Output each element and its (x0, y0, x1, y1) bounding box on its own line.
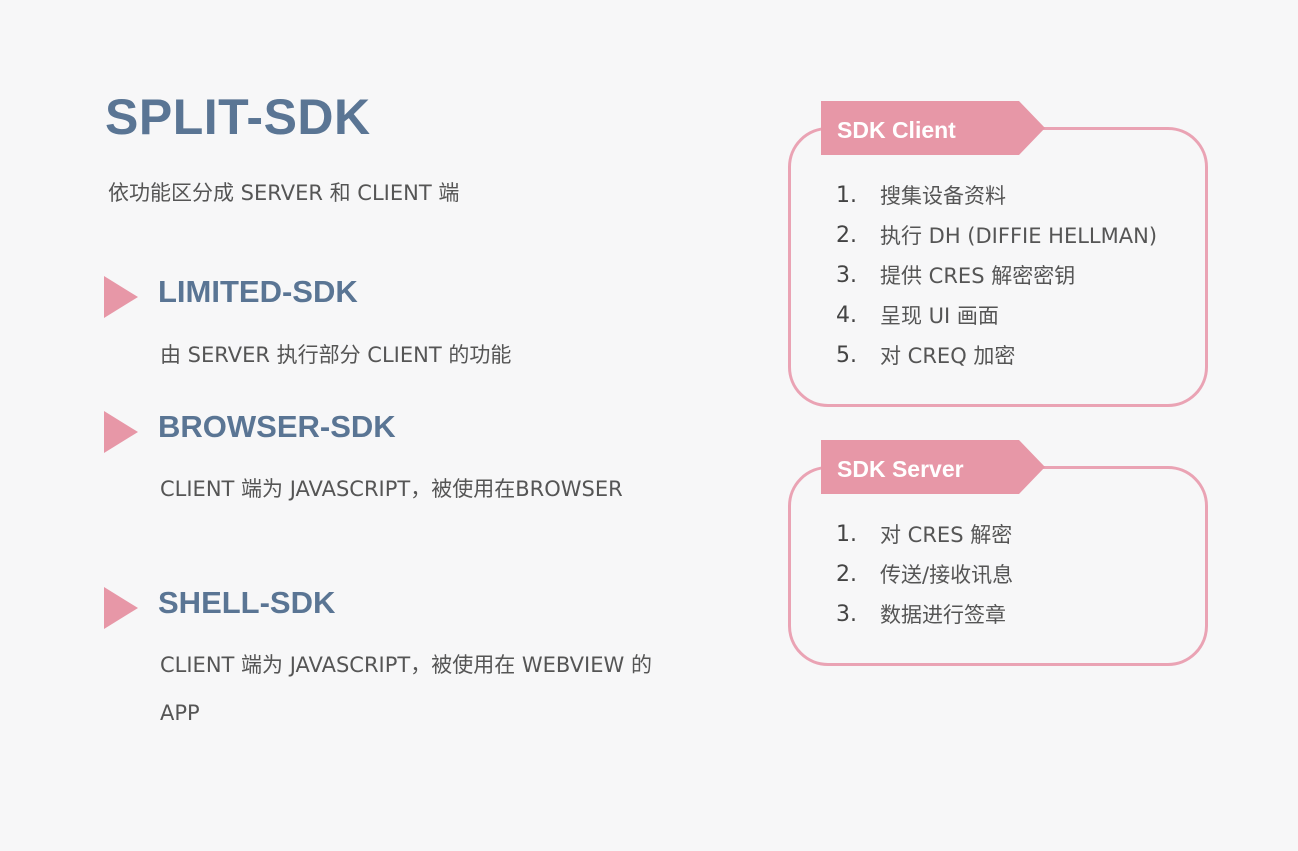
item-text: 对 CREQ 加密 (880, 344, 1016, 368)
section-description: CLIENT 端为 JAVASCRIPT，被使用在BROWSER (160, 477, 623, 501)
section-heading: SHELL-SDK (158, 585, 336, 620)
item-number: 2. (836, 562, 857, 587)
triangle-bullet-icon (104, 276, 138, 318)
section-description: CLIENT 端为 JAVASCRIPT，被使用在 WEBVIEW 的 APP (160, 653, 652, 725)
page-subtitle: 依功能区分成 SERVER 和 CLIENT 端 (108, 181, 460, 205)
item-number: 4. (836, 303, 857, 328)
item-number: 1. (836, 183, 857, 208)
item-text: 提供 CRES 解密密钥 (880, 264, 1076, 288)
section-description: 由 SERVER 执行部分 CLIENT 的功能 (160, 343, 512, 367)
triangle-bullet-icon (104, 411, 138, 453)
item-text: 传送/接收讯息 (880, 563, 1014, 587)
triangle-bullet-icon (104, 587, 138, 629)
sdk-client-label: SDK Client (837, 117, 956, 143)
item-text: 执行 DH (DIFFIE HELLMAN) (880, 224, 1158, 248)
item-number: 3. (836, 263, 857, 288)
sdk-server-box (788, 466, 1208, 666)
item-number: 5. (836, 343, 857, 368)
sdk-server-label: SDK Server (837, 456, 964, 482)
item-text: 对 CRES 解密 (880, 523, 1013, 547)
item-number: 2. (836, 223, 857, 248)
item-text: 搜集设备资料 (880, 184, 1006, 208)
section-heading: LIMITED-SDK (158, 274, 358, 309)
item-text: 数据进行签章 (880, 603, 1006, 627)
sdk-client-box (788, 127, 1208, 407)
item-number: 3. (836, 602, 857, 627)
page-title: SPLIT-SDK (105, 89, 371, 145)
item-text: 呈现 UI 画面 (880, 304, 999, 328)
section-heading: BROWSER-SDK (158, 409, 396, 444)
item-number: 1. (836, 522, 857, 547)
